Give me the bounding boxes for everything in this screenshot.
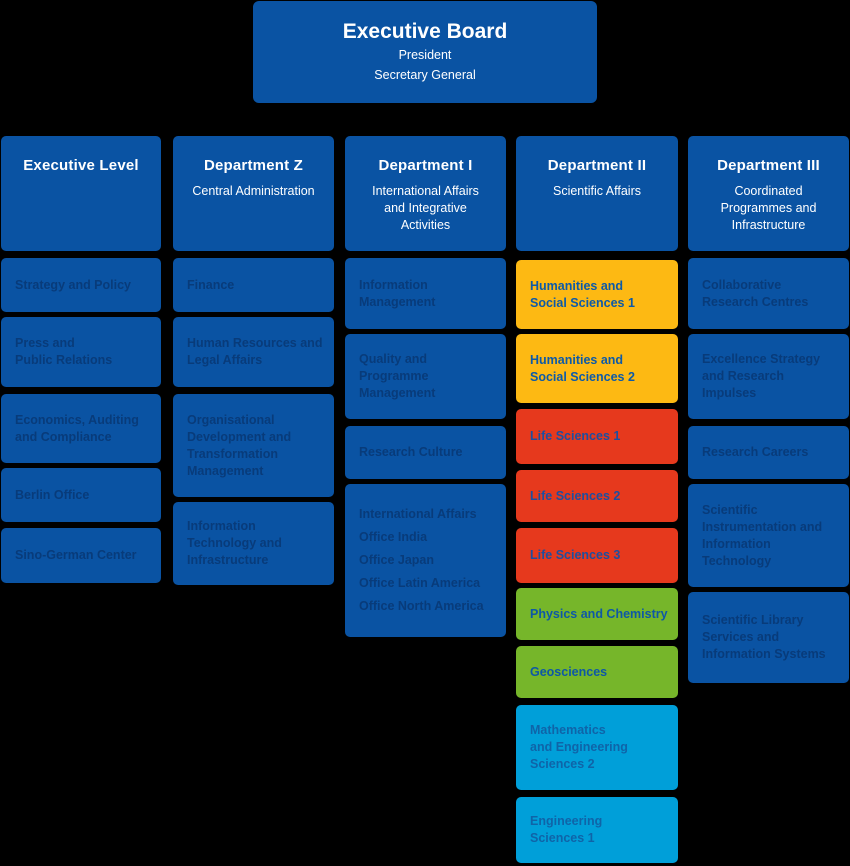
box-information-technology-infrastructure: Information Technology and Infrastructur… [173,502,334,585]
box-finance: Finance [173,258,334,312]
department-ii-subtitle: Scientific Affairs [552,184,641,198]
box-geosciences: Geosciences [516,646,678,698]
box-label: Scientific Library Services and Informat… [702,613,826,661]
column-department-i: Department I International Affairs and I… [345,136,506,637]
department-z-title: Department Z [203,157,304,174]
box-international-affairs: International Affairs Office India Offic… [345,484,506,637]
box-scientific-instrumentation-it: Scientific Instrumentation and Informati… [688,484,849,587]
box-quality-programme-management: Quality and Programme Management [345,334,506,419]
box-label: Scientific Instrumentation and Informati… [702,502,823,568]
box-mathematics-engineering-sciences-2: Mathematics and Engineering Sciences 2 [516,705,678,790]
box-label: Sino-German Center [15,548,137,562]
box-organisational-development: Organisational Development and Transform… [173,394,334,497]
box-humanities-social-sciences-2: Humanities and Social Sciences 2 [516,334,678,403]
box-human-resources-legal-affairs: Human Resources and Legal Affairs [173,317,334,387]
box-press-and-public-relations: Press and Public Relations [1,317,161,387]
box-label: Quality and Programme Management [359,352,436,400]
department-i-subtitle: International Affairs and Integrative Ac… [372,184,479,232]
column-department-iii: Department III Coordinated Programmes an… [688,136,849,683]
department-z-subtitle: Central Administration [192,184,315,198]
box-label: Life Sciences 3 [530,548,621,562]
box-label: Strategy and Policy [15,277,132,292]
department-iii-title: Department III [717,157,820,174]
department-iii-header: Department III Coordinated Programmes an… [688,136,849,251]
office-latin-america: Office Latin America [359,576,481,590]
box-label: Life Sciences 2 [530,488,621,503]
box-sino-german-center: Sino-German Center [1,528,161,583]
international-affairs-heading: International Affairs [359,507,477,521]
box-life-sciences-3: Life Sciences 3 [516,528,678,583]
box-research-culture: Research Culture [345,426,506,479]
box-label: Press and Public Relations [15,336,113,367]
executive-board-box: Executive Board President Secretary Gene… [253,1,597,103]
box-strategy-and-policy: Strategy and Policy [1,258,161,312]
box-label: Mathematics and Engineering Sciences 2 [530,723,628,771]
executive-level-header: Executive Level [1,136,161,251]
box-physics-and-chemistry: Physics and Chemistry [516,588,678,640]
department-i-title: Department I [378,157,473,174]
box-label: Humanities and Social Sciences 2 [530,352,635,384]
box-label: Information Management [359,277,436,309]
box-label: Berlin Office [15,487,90,502]
box-humanities-social-sciences-1: Humanities and Social Sciences 1 [516,260,678,329]
box-engineering-sciences-1: Engineering Sciences 1 [516,797,678,863]
box-collaborative-research-centres: Collaborative Research Centres [688,258,849,329]
box-research-careers: Research Careers [688,426,849,479]
box-label: Collaborative Research Centres [702,277,809,309]
column-department-ii: Department II Scientific Affairs Humanit… [516,136,678,863]
department-ii-header: Department II Scientific Affairs [516,136,678,251]
box-economics-auditing-compliance: Economics, Auditing and Compliance [1,394,161,463]
office-india: Office India [359,530,428,544]
box-label: Excellence Strategy and Research Impulse… [702,352,821,400]
office-north-america: Office North America [359,599,484,613]
box-label: Organisational Development and Transform… [187,412,292,478]
box-information-management: Information Management [345,258,506,329]
box-label: Information Technology and Infrastructur… [187,519,282,567]
box-label: Humanities and Social Sciences 1 [530,278,635,310]
department-z-header: Department Z Central Administration [173,136,334,251]
box-label: Geosciences [530,664,608,679]
box-label: Human Resources and Legal Affairs [187,336,323,367]
department-ii-title: Department II [547,157,647,174]
column-executive-level: Executive Level Strategy and Policy Pres… [1,136,161,583]
box-label: Engineering Sciences 1 [530,814,603,845]
box-label: Economics, Auditing and Compliance [15,412,139,444]
box-label: Research Culture [359,445,463,459]
executive-board-secretary-general: Secretary General [374,68,476,82]
box-label: Research Careers [702,445,809,459]
box-berlin-office: Berlin Office [1,468,161,522]
box-label: Finance [187,277,235,292]
box-life-sciences-1: Life Sciences 1 [516,409,678,464]
executive-board-title: Executive Board [342,20,508,43]
box-life-sciences-2: Life Sciences 2 [516,470,678,522]
executive-level-title: Executive Level [23,157,139,174]
box-label: Physics and Chemistry [530,606,668,621]
box-label: Life Sciences 1 [530,429,621,443]
executive-board-president: President [398,48,452,62]
box-excellence-strategy-research-impulses: Excellence Strategy and Research Impulse… [688,334,849,419]
column-department-z: Department Z Central Administration Fina… [173,136,334,585]
box-scientific-library-services: Scientific Library Services and Informat… [688,592,849,683]
department-iii-subtitle: Coordinated Programmes and Infrastructur… [720,184,817,232]
department-i-header: Department I International Affairs and I… [345,136,506,251]
office-japan: Office Japan [359,553,435,567]
